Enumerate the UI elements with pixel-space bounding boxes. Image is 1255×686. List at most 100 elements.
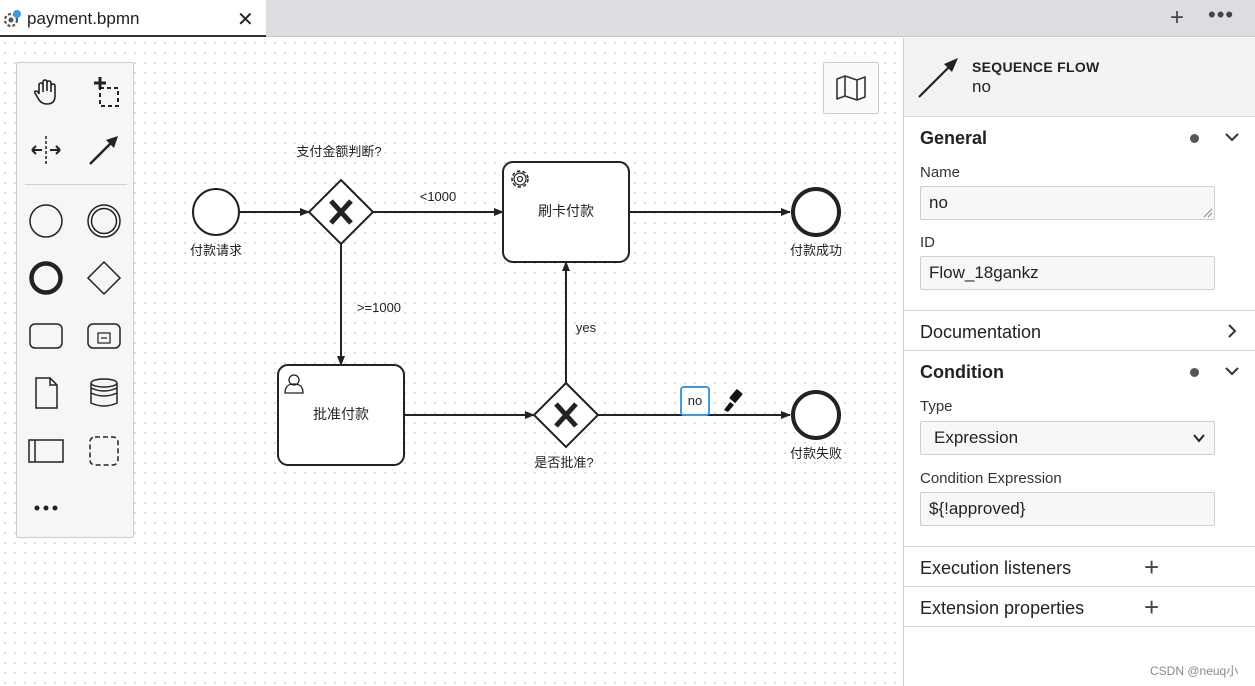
bpmn-file-icon xyxy=(3,10,21,28)
id-label: ID xyxy=(920,234,935,251)
tab-payment-bpmn[interactable]: payment.bpmn ✕ xyxy=(0,0,266,37)
condition-expression-label: Condition Expression xyxy=(920,470,1062,487)
name-label: Name xyxy=(920,164,961,181)
start-event-label: 付款请求 xyxy=(190,243,242,258)
type-select[interactable]: Expression xyxy=(920,421,1215,455)
create-task[interactable] xyxy=(24,314,68,358)
group-icon xyxy=(89,436,119,466)
create-gateway[interactable] xyxy=(82,256,126,300)
start-event[interactable] xyxy=(192,188,240,236)
chevron-right-icon xyxy=(1228,324,1237,338)
group-execution-listeners-header[interactable]: Execution listeners + xyxy=(904,548,1255,588)
lasso-icon xyxy=(94,77,119,107)
group-general-title: General xyxy=(920,128,988,148)
flow-no-label-editor[interactable]: no xyxy=(680,386,710,416)
id-field[interactable]: Flow_18gankz xyxy=(920,256,1215,290)
resize-handle-icon[interactable] xyxy=(1203,208,1213,218)
service-task-card-pay[interactable] xyxy=(502,161,630,263)
approve-label: 批准付款 xyxy=(313,406,369,422)
group-general-header[interactable]: General xyxy=(904,118,1255,158)
task-icon xyxy=(29,323,63,349)
map-icon xyxy=(836,75,866,101)
create-start-event[interactable] xyxy=(24,199,68,243)
start-event-icon xyxy=(29,204,63,238)
connect-tool[interactable] xyxy=(82,128,126,172)
hand-icon xyxy=(33,79,56,105)
exclusive-gateway-approved[interactable] xyxy=(532,381,600,449)
group-extension-properties-header[interactable]: Extension properties + xyxy=(904,588,1255,628)
paintbrush-icon[interactable] xyxy=(720,388,746,414)
minimap-toggle-button[interactable] xyxy=(823,62,879,114)
more-tools-button[interactable] xyxy=(24,486,68,530)
add-extension-property-button[interactable]: + xyxy=(1144,592,1160,622)
element-type: SEQUENCE FLOW xyxy=(972,59,1100,75)
user-icon xyxy=(284,374,304,394)
intermediate-event-icon xyxy=(87,204,121,238)
diagram-canvas[interactable] xyxy=(0,38,903,686)
arrow-icon xyxy=(89,136,118,165)
group-documentation-title: Documentation xyxy=(920,322,1042,342)
success-label: 付款成功 xyxy=(790,243,842,258)
group-documentation-header[interactable]: Documentation xyxy=(904,312,1255,352)
create-subprocess[interactable] xyxy=(82,314,126,358)
user-task-approve[interactable] xyxy=(277,364,405,466)
exclusive-gateway-amount[interactable] xyxy=(307,178,375,246)
card-pay-label: 刷卡付款 xyxy=(538,203,594,219)
divider xyxy=(904,350,1255,351)
chevron-down-icon xyxy=(1225,133,1239,142)
chevron-down-icon xyxy=(1193,434,1205,443)
divider xyxy=(904,586,1255,587)
group-general-dot xyxy=(1190,134,1199,143)
data-object-icon xyxy=(35,377,58,409)
watermark: CSDN @neuq小 xyxy=(1150,664,1239,678)
subprocess-icon xyxy=(87,323,121,349)
name-field[interactable]: no xyxy=(920,186,1215,220)
tab-bar: payment.bpmn ✕ + ••• xyxy=(0,0,1255,37)
divider xyxy=(904,546,1255,547)
more-options-button[interactable]: ••• xyxy=(1208,2,1235,27)
flow-yes-label: yes xyxy=(576,320,597,335)
divider xyxy=(904,626,1255,627)
gateway-icon xyxy=(86,260,122,296)
lasso-tool[interactable] xyxy=(82,70,126,114)
flow-gte1000-label: >=1000 xyxy=(357,300,401,315)
flow-lt1000-label: <1000 xyxy=(420,189,457,204)
bpmn-diagram: 付款请求 支付金额判断? <1000 >=1000 刷卡付款 付款成功 xyxy=(190,144,842,470)
condition-expression-field[interactable]: ${!approved} xyxy=(920,492,1215,526)
gateway1-label: 支付金额判断? xyxy=(296,144,381,159)
create-pool[interactable] xyxy=(24,429,68,473)
add-execution-listener-button[interactable]: + xyxy=(1144,552,1160,582)
space-tool[interactable] xyxy=(24,128,68,172)
group-execution-listeners-title: Execution listeners xyxy=(920,558,1072,578)
hand-tool[interactable] xyxy=(24,70,68,114)
type-select-value: Expression xyxy=(934,428,1019,447)
gear-icon xyxy=(511,170,529,188)
end-event-fail[interactable] xyxy=(791,390,841,440)
data-store-icon xyxy=(90,378,118,407)
type-label: Type xyxy=(920,398,953,415)
end-event-success[interactable] xyxy=(791,187,841,237)
create-data-store[interactable] xyxy=(82,371,126,415)
fail-label: 付款失败 xyxy=(790,446,842,461)
element-name: no xyxy=(972,77,991,96)
gateway2-label: 是否批准? xyxy=(534,455,593,470)
tool-palette xyxy=(16,62,134,538)
palette-separator xyxy=(25,184,127,185)
create-end-event[interactable] xyxy=(24,256,68,300)
tab-title: payment.bpmn xyxy=(27,9,140,28)
create-group[interactable] xyxy=(82,429,126,473)
end-event-icon xyxy=(29,261,63,295)
pool-icon xyxy=(28,439,64,463)
create-intermediate-event[interactable] xyxy=(82,199,126,243)
group-condition-title: Condition xyxy=(920,362,1004,382)
sequence-flow-icon xyxy=(918,58,958,98)
create-data-object[interactable] xyxy=(24,371,68,415)
group-condition-dot xyxy=(1190,368,1199,377)
add-tab-button[interactable]: + xyxy=(1170,4,1185,31)
more-icon xyxy=(34,505,58,511)
group-extension-properties-title: Extension properties xyxy=(920,598,1085,618)
group-condition-header[interactable]: Condition xyxy=(904,352,1255,392)
tab-close-button[interactable]: ✕ xyxy=(237,9,254,31)
space-tool-icon xyxy=(31,136,61,164)
properties-panel: SEQUENCE FLOW no General Name no ID Flow… xyxy=(903,38,1255,686)
